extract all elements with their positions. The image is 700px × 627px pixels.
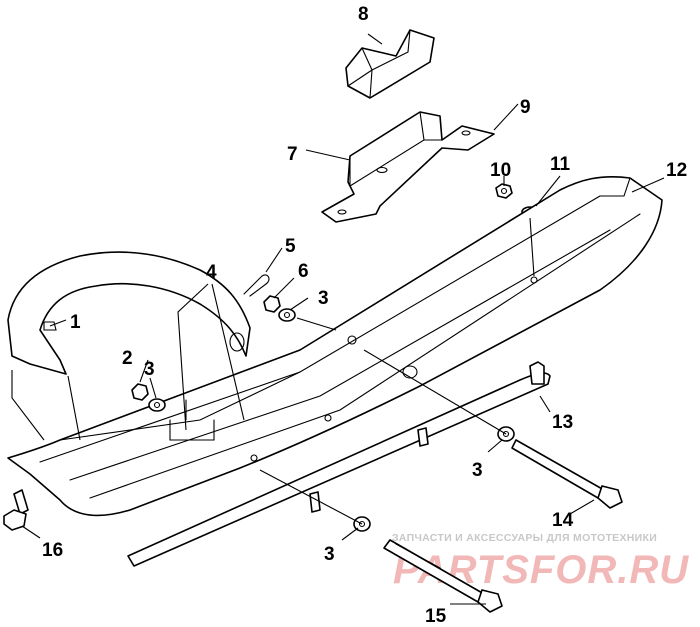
callout-9: 9: [520, 97, 531, 118]
part-3-washer-b: [278, 308, 296, 322]
callout-5: 5: [285, 236, 296, 257]
part-10-nut: [495, 183, 513, 199]
callout-13: 13: [552, 412, 573, 433]
part-13-wear-bar: [127, 361, 551, 567]
callout-3-a: 3: [144, 359, 155, 380]
callout-11: 11: [550, 154, 571, 175]
part-9-saddle-bracket: [321, 111, 495, 223]
callout-numbers: 1 2 3 3 3 3 4 5 6 7 8 9 10 11 12 13 14 1…: [42, 4, 687, 627]
callout-2: 2: [122, 348, 133, 369]
watermark-tagline: ЗАПЧАСТИ И АКСЕССУАРЫ ДЛЯ МОТОТЕХНИКИ: [392, 532, 657, 544]
callout-15: 15: [425, 606, 447, 627]
part-16-spindle-bolt: [3, 489, 29, 531]
part-3-washer-c: [497, 426, 515, 442]
callout-7: 7: [287, 144, 298, 165]
callout-1: 1: [70, 312, 81, 333]
part-12-ski-body: [7, 175, 663, 517]
callout-12: 12: [666, 160, 687, 181]
part-5-cotter-pin: [243, 274, 270, 297]
part-15-bolt: [383, 539, 503, 613]
callout-3-d: 3: [324, 544, 335, 565]
part-4-ski-handle: [7, 251, 251, 375]
callout-8: 8: [358, 4, 369, 25]
callout-14: 14: [552, 510, 574, 531]
callout-4: 4: [206, 262, 217, 283]
callout-3-b: 3: [318, 288, 329, 309]
callout-6: 6: [298, 261, 309, 282]
callout-10: 10: [490, 160, 511, 181]
part-2-nut: [131, 383, 149, 401]
part-8-saddle-pad: [345, 29, 435, 99]
callout-16: 16: [42, 540, 63, 561]
leader-lines: [11, 33, 665, 605]
part-6-castle-nut: [263, 295, 281, 313]
callout-3-c: 3: [472, 460, 483, 481]
part-14-bolt: [511, 439, 623, 509]
part-3-washer-a: [148, 398, 166, 412]
